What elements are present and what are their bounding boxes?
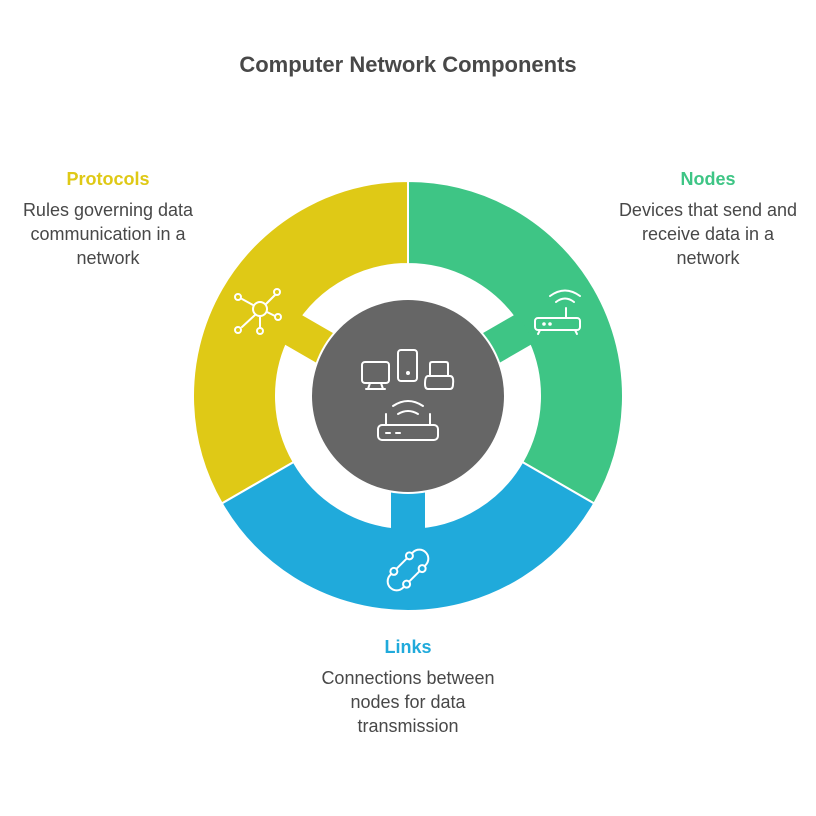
link-chain-icon [386, 548, 430, 592]
nodes-connector-tab [482, 313, 535, 363]
protocols-heading: Protocols [66, 169, 150, 189]
network-hub-icon [234, 288, 282, 335]
links-segment [220, 460, 596, 612]
nodes-description: Devices that send and receive data in a … [618, 200, 798, 268]
nodes-segment [407, 179, 624, 505]
center-circle [312, 300, 504, 492]
links-text-block: Links Connections between nodes for data… [318, 637, 498, 738]
devices-router-icon [361, 349, 455, 441]
wifi-router-icon [534, 289, 581, 335]
protocols-connector-tab [281, 313, 334, 363]
links-description: Connections between nodes for data trans… [321, 668, 495, 736]
diagram-title: Computer Network Components [239, 52, 577, 77]
protocols-segment [192, 179, 409, 505]
links-heading: Links [384, 637, 432, 657]
phone-icon [397, 349, 418, 382]
monitor-icon [361, 361, 390, 390]
nodes-heading: Nodes [680, 169, 736, 189]
links-connector-tab [391, 492, 425, 532]
nodes-text-block: Nodes Devices that send and receive data… [612, 169, 804, 270]
laptop-icon [424, 361, 455, 390]
protocols-text-block: Protocols Rules governing data communica… [18, 169, 198, 270]
protocols-description: Rules governing data communication in a … [22, 200, 194, 268]
router-icon [377, 400, 439, 441]
